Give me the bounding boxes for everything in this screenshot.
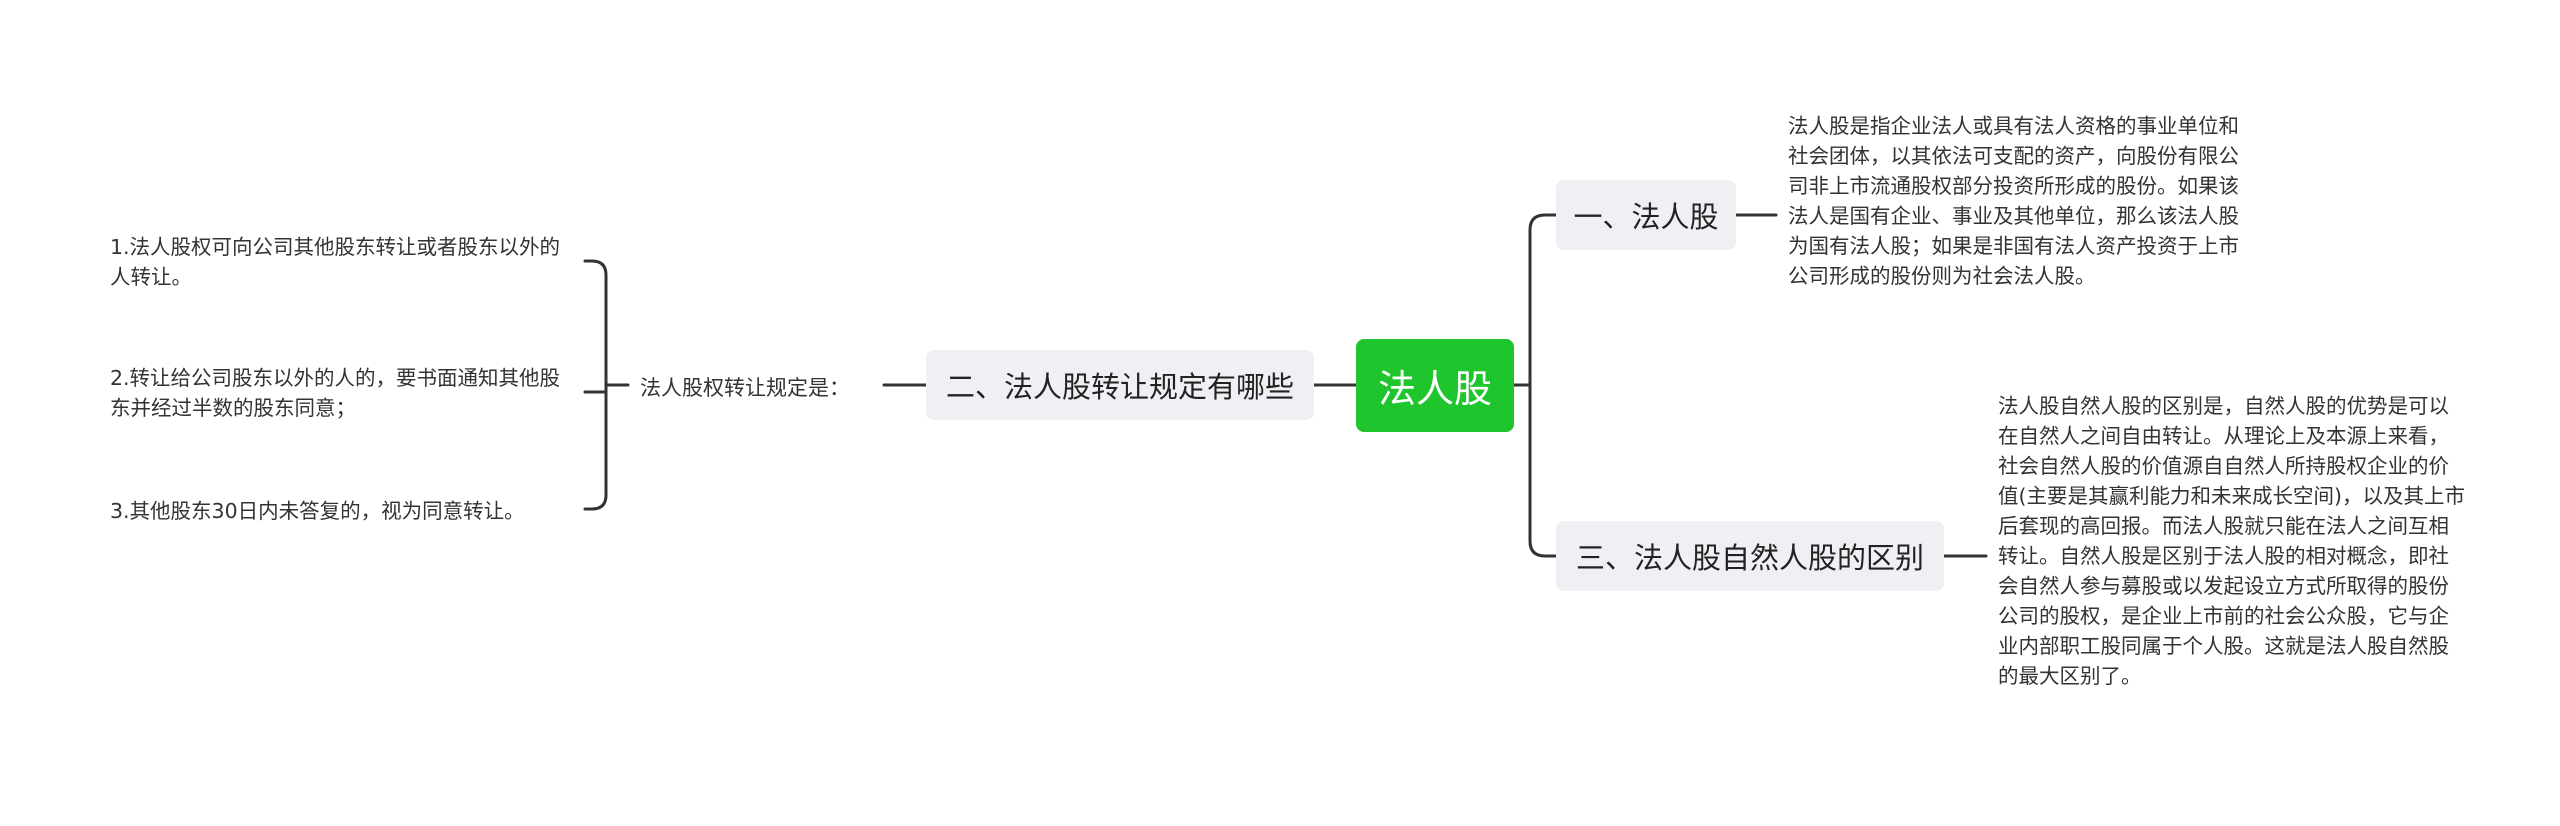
branch-node-3[interactable]: 三、法人股自然人股的区别: [1556, 521, 1944, 591]
bracket-lower: [583, 383, 608, 511]
branch-3-content[interactable]: 法人股自然人股的区别是，自然人股的优势是可以在自然人之间自由转让。从理论上及本源…: [1998, 394, 2465, 688]
branch-2-sublabel[interactable]: 法人股权转让规定是：: [640, 376, 850, 400]
branch-1-label: 一、法人股: [1573, 200, 1719, 234]
branch-3-label: 三、法人股自然人股的区别: [1575, 541, 1924, 575]
branch-2-item-3[interactable]: 3.其他股东30日内未答复的，视为同意转让。: [110, 499, 525, 523]
link-root-branch-1: [1512, 213, 1558, 387]
root-label: 法人股: [1377, 367, 1492, 411]
branch-2-item-2[interactable]: 2.转让给公司股东以外的人的，要书面通知其他股东并经过半数的股东同意；: [110, 366, 561, 420]
branch-node-1[interactable]: 一、法人股: [1556, 180, 1736, 250]
root-node[interactable]: 法人股: [1356, 339, 1514, 432]
branch-1-content[interactable]: 法人股是指企业法人或具有法人资格的事业单位和社会团体，以其依法可支配的资产，向股…: [1788, 114, 2239, 288]
branch-node-2[interactable]: 二、法人股转让规定有哪些: [926, 350, 1314, 420]
branch-2-item-1[interactable]: 1.法人股权可向公司其他股东转让或者股东以外的人转让。: [110, 235, 561, 289]
link-root-branch-3: [1512, 383, 1558, 558]
branch-2-label: 二、法人股转让规定有哪些: [945, 370, 1294, 404]
bracket-upper: [583, 259, 608, 387]
